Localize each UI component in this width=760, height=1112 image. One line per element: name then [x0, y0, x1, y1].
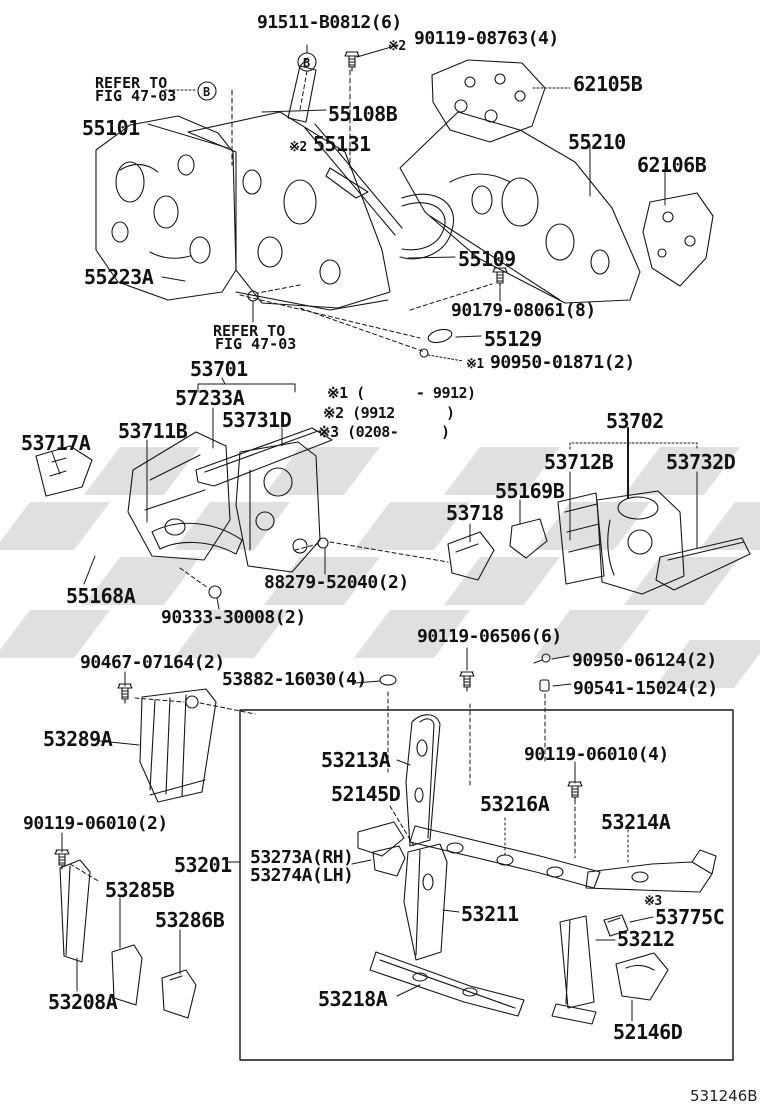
part-label: 90179-08061(8)	[451, 300, 596, 321]
note-label: ※2	[289, 140, 307, 155]
part-label: 53211	[461, 902, 519, 926]
lower-left-drawing	[59, 688, 217, 1019]
callout-b-marker: B	[297, 52, 317, 72]
part-label: 53702	[606, 409, 664, 433]
part-label: 55169B	[495, 479, 565, 503]
note-label: ※3 (0208- )	[318, 423, 450, 441]
note-label: ※2 (9912 )	[323, 404, 455, 422]
note-label: ※1 ( - 9912)	[327, 384, 476, 402]
part-label: 55210	[568, 130, 626, 154]
radiator-support-box	[239, 709, 734, 1061]
dash-panel-drawing	[95, 57, 403, 311]
page-code: 531246B	[690, 1087, 758, 1105]
part-label: 53273A(RH)	[250, 847, 354, 868]
part-label: 88279-52040(2)	[264, 572, 409, 593]
part-label: 55109	[458, 247, 516, 271]
blade-55131	[325, 167, 369, 199]
part-label: 53289A	[43, 727, 113, 751]
part-label: 90119-06010(2)	[23, 813, 168, 834]
note-label: ※3	[644, 894, 662, 909]
part-label: 62106B	[637, 153, 707, 177]
clip-90541	[539, 679, 550, 692]
part-label: 53717A	[21, 431, 91, 455]
part-label: 53212	[617, 927, 675, 951]
part-label: 52145D	[331, 782, 401, 806]
ref-label: FIG 47-03	[215, 335, 297, 353]
clip-53882	[379, 674, 397, 686]
part-label: 53213A	[321, 748, 391, 772]
part-label: 53701	[190, 357, 248, 381]
part-label: 55131	[313, 132, 371, 156]
fastener-glyphs	[54, 51, 583, 870]
part-label: 53882-16030(4)	[222, 669, 367, 690]
svg-text:B: B	[303, 56, 310, 70]
callout-b-marker: B	[197, 81, 217, 101]
part-label: 53731D	[222, 408, 292, 432]
part-label: 90119-06010(4)	[524, 744, 669, 765]
part-label: 53712B	[544, 450, 614, 474]
ref-label: REFER TO	[95, 74, 168, 92]
part-label: 52146D	[613, 1020, 683, 1044]
apron-right-drawing	[447, 490, 751, 595]
part-label: 55129	[484, 327, 542, 351]
part-label: 90119-08763(4)	[414, 28, 559, 49]
ref-label: REFER TO	[213, 322, 286, 340]
part-label: 53208A	[48, 990, 118, 1014]
part-label: 53732D	[666, 450, 736, 474]
part-label: 90119-06506(6)	[417, 626, 562, 647]
leader-lines	[51, 44, 698, 1022]
note-label: ※1	[466, 357, 484, 372]
clip-90950-01871	[419, 348, 429, 358]
part-label: 55223A	[84, 265, 154, 289]
part-label: 53285B	[105, 878, 175, 902]
part-label: 90950-01871(2)	[490, 352, 635, 373]
fastener-90333	[208, 585, 222, 599]
part-label: 53214A	[601, 810, 671, 834]
clip-90950-06124	[541, 653, 551, 663]
note-label: ※2	[388, 39, 406, 54]
part-label: 90333-30008(2)	[161, 607, 306, 628]
part-label: 90541-15024(2)	[573, 678, 718, 699]
part-label: 53718	[446, 501, 504, 525]
part-label: 53711B	[118, 419, 188, 443]
part-label: 55101	[82, 116, 140, 140]
part-label: 90467-07164(2)	[80, 652, 225, 673]
part-label: 90950-06124(2)	[572, 650, 717, 671]
cowl-panel-drawing	[399, 59, 714, 304]
part-label: 53201	[174, 853, 232, 877]
part-label: 91511-B0812(6)	[257, 12, 402, 33]
ref-label: FIG 47-03	[95, 87, 177, 105]
svg-text:B: B	[203, 85, 210, 99]
part-label: 57233A	[175, 386, 245, 410]
part-label: 53775C	[655, 905, 725, 929]
part-label: 53218A	[318, 987, 388, 1011]
part-label: 62105B	[573, 72, 643, 96]
part-label: 53216A	[480, 792, 550, 816]
apron-left-drawing	[35, 427, 333, 599]
part-label: 53274A(LH)	[250, 865, 354, 886]
part-label: 55108B	[328, 102, 398, 126]
grommet-55129	[427, 328, 453, 344]
part-label: 53286B	[155, 908, 225, 932]
fastener-88279	[317, 537, 329, 549]
part-label: 55168A	[66, 584, 136, 608]
